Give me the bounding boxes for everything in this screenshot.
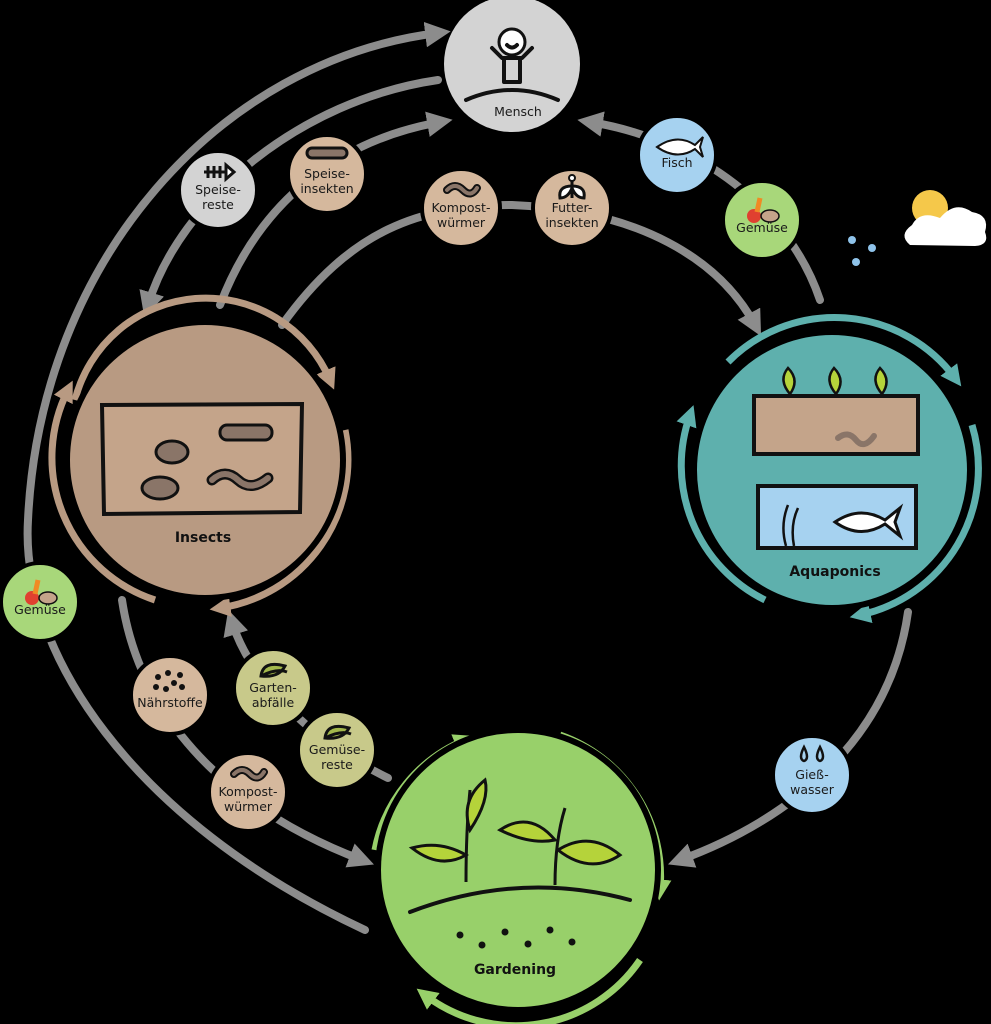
badge-label: Gemüse (14, 602, 66, 617)
badge-label: Kompost- (432, 200, 491, 215)
fish-icon (832, 503, 904, 541)
sprout-icon (782, 366, 888, 397)
arrow-aquaponics-to-mensch (577, 111, 824, 304)
badge-label: insekten (300, 181, 353, 196)
arrow-insects-to-gardening-outer (118, 596, 374, 868)
raindrops-icon (848, 236, 876, 266)
fish-icon (655, 136, 704, 158)
insect-box-icon (99, 401, 305, 517)
badge-label: würmer (224, 799, 273, 814)
larva-icon (305, 146, 349, 160)
arrow-mensch-to-insects (139, 76, 442, 318)
dots-icon (153, 670, 185, 692)
badge-kompost-top: Kompost-würmer (420, 167, 502, 249)
badge-label: Gemüse- (309, 742, 365, 757)
badge-circle (771, 734, 853, 816)
badge-circle (0, 561, 81, 643)
aquaponics-label: Aquaponics (789, 564, 880, 580)
badge-naehrstoffe: Nährstoffe (129, 654, 211, 736)
badge-gemuese-right: Gemüse (721, 179, 803, 261)
cloud-icon (904, 207, 987, 246)
badge-label: Speise- (304, 166, 350, 181)
insects-node: Insects (48, 294, 352, 617)
pupa-icon (140, 475, 180, 501)
mensch-label: Mensch (494, 104, 542, 119)
insects-label: Insects (175, 530, 231, 546)
badge-circle (296, 709, 378, 791)
badge-gemuese-left: Gemüse (0, 561, 81, 643)
badge-label: reste (321, 757, 353, 772)
leaf-icon (323, 724, 352, 740)
badge-label: Gieß- (795, 767, 828, 782)
badge-label: reste (202, 197, 234, 212)
fly-icon (558, 174, 586, 200)
badge-futterinsekten: Futter-insekten (531, 167, 613, 249)
badge-speisereste: Speise-reste (177, 149, 259, 231)
badge-label: Kompost- (219, 784, 278, 799)
veg-icon (25, 579, 58, 605)
badge-label: wasser (790, 782, 835, 797)
drops-icon (799, 744, 825, 763)
gardening-label: Gardening (474, 962, 556, 978)
badge-circle (232, 647, 314, 729)
person-icon (497, 27, 527, 57)
gardening-node: Gardening (371, 727, 672, 1024)
weather-icon (848, 190, 987, 266)
badge-fisch: Fisch (636, 114, 718, 196)
soil-dots (456, 926, 576, 949)
badge-circle (129, 654, 211, 736)
badge-giesswasser: Gieß-wasser (771, 734, 853, 816)
aquaponics-node: Aquaponics (676, 314, 982, 624)
badge-label: Speise- (195, 182, 241, 197)
seedling-icon (408, 777, 623, 886)
badge-label: Garten- (249, 680, 297, 695)
worm-icon (230, 766, 268, 782)
badge-label: Futter- (552, 200, 593, 215)
badge-circle (177, 149, 259, 231)
leaf-icon (259, 662, 288, 678)
badge-label: Nährstoffe (137, 695, 203, 710)
badge-circle (531, 167, 613, 249)
arrow-insects-to-aquaponics (278, 200, 762, 337)
fishbone-icon (204, 161, 237, 183)
badge-label: insekten (545, 215, 598, 230)
larva-icon (218, 423, 274, 442)
badge-gartenabfaelle: Garten-abfälle (232, 647, 314, 729)
beetle-icon (154, 439, 190, 465)
grow-bed-icon (752, 394, 920, 456)
badge-speiseinsekten: Speise-insekten (286, 133, 368, 215)
badge-gemuesereste: Gemüse-reste (296, 709, 378, 791)
mensch-node: Mensch (444, 0, 580, 132)
badge-label: würmer (437, 215, 486, 230)
flow-badges: Speise-resteSpeise-insektenKompost-würme… (0, 114, 853, 833)
badge-label: abfälle (252, 695, 295, 710)
badge-label: Fisch (661, 155, 692, 170)
worm-icon (443, 182, 481, 198)
arrow-gardening-to-mensch (23, 21, 451, 934)
veg-icon (747, 197, 780, 223)
badge-label: Gemüse (736, 220, 788, 235)
arrow-aquaponics-to-gardening (667, 608, 912, 868)
badge-kompost-bottom: Kompost-würmer (207, 751, 289, 833)
badge-circle (721, 179, 803, 261)
